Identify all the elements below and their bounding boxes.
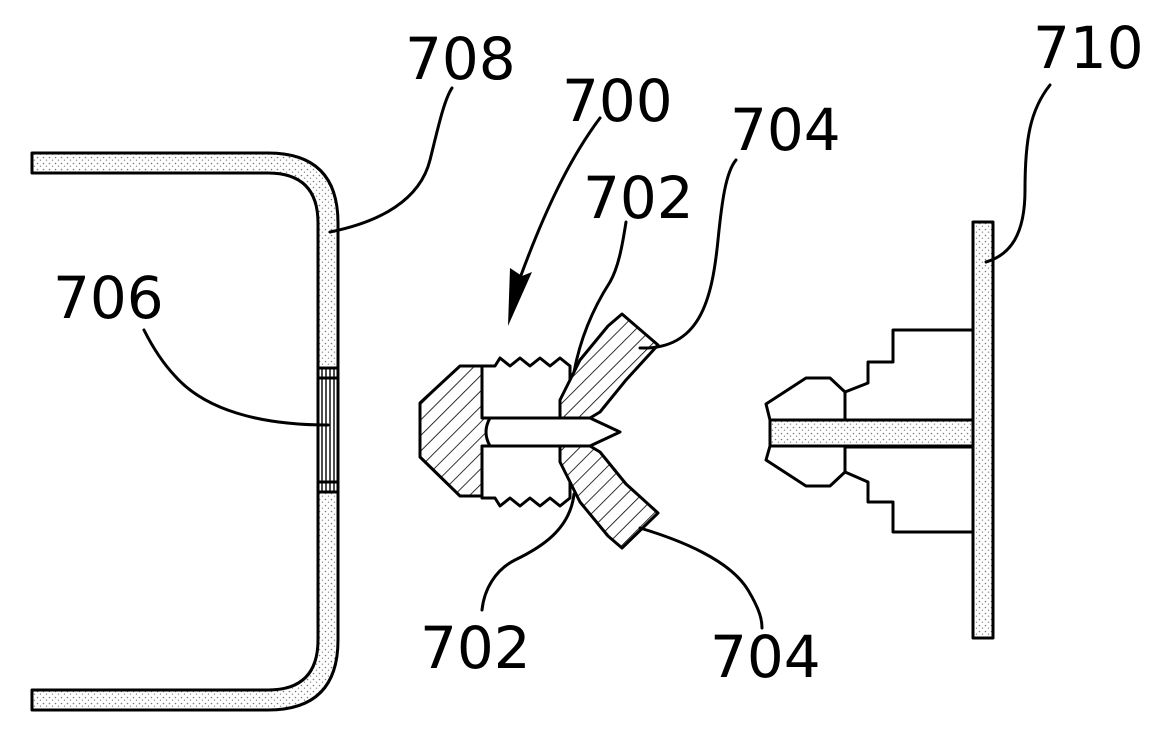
label-710: 710 (1033, 14, 1144, 82)
mount-plate (971, 220, 995, 640)
leader-702-upper (572, 220, 628, 374)
fastener-700 (418, 312, 660, 550)
leader-708 (328, 86, 454, 234)
label-702-lower: 702 (420, 614, 531, 682)
label-704-lower: 704 (710, 623, 821, 691)
leader-lines (142, 83, 1052, 630)
label-706: 706 (53, 264, 164, 332)
arrow-700-head (508, 268, 532, 326)
mount-stud (768, 418, 975, 448)
upper-wedge-702 (558, 312, 660, 420)
panel-upper-leg (30, 151, 340, 370)
label-704-upper: 704 (730, 96, 841, 164)
leader-704-upper (638, 158, 738, 350)
fastener-head (418, 364, 492, 498)
mount-stud-tip (764, 376, 847, 488)
panel-lower-leg (30, 490, 340, 712)
leader-704-lower (638, 526, 764, 630)
window-706 (316, 366, 340, 494)
lower-wedge-702 (558, 444, 660, 550)
reference-labels: 708 700 704 702 706 710 702 704 (53, 14, 1144, 691)
mount-710 (764, 220, 995, 640)
leader-702-lower (480, 492, 576, 612)
label-708: 708 (405, 25, 516, 93)
panel-708 (30, 151, 340, 712)
leader-710 (984, 83, 1052, 264)
label-702-upper: 702 (583, 164, 694, 232)
arrow-700-shaft (518, 116, 602, 280)
leader-706 (142, 328, 330, 427)
label-700: 700 (562, 67, 673, 135)
